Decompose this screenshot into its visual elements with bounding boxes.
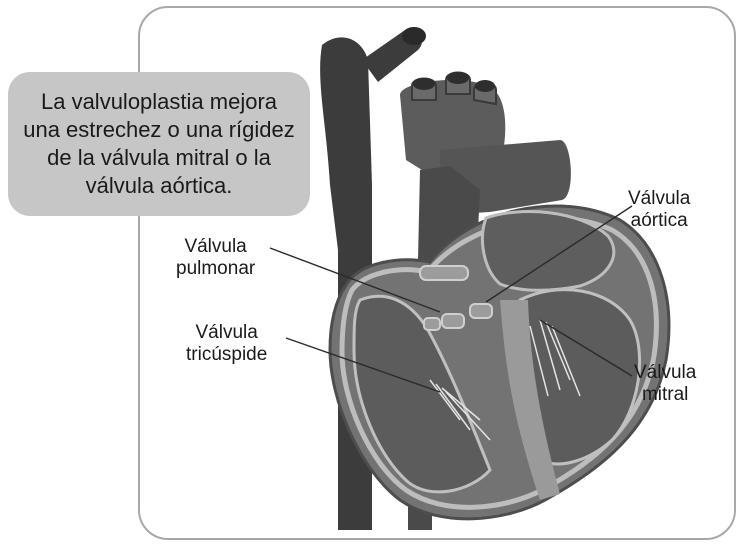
label-tricuspid-valve: Válvula tricúspide [186, 322, 267, 366]
vessel-opening [402, 27, 426, 45]
label-aortic-valve: Válvula aórtica [628, 188, 690, 232]
label-mitral-valve: Válvula mitral [634, 362, 696, 406]
callout-text: La valvuloplastia mejora una estrechez o… [20, 88, 298, 200]
label-pulmonary-valve: Válvula pulmonar [176, 236, 255, 280]
callout-box: La valvuloplastia mejora una estrechez o… [8, 72, 310, 216]
